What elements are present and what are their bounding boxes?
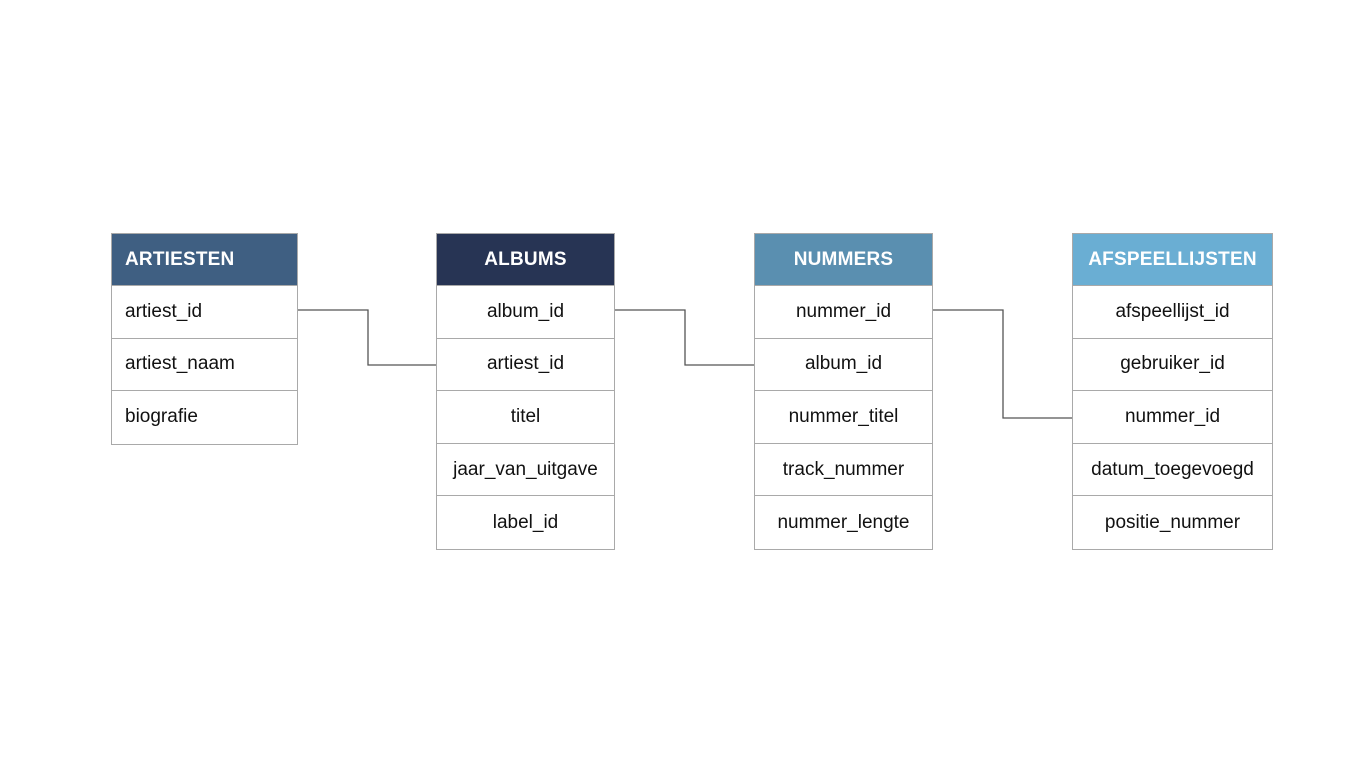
field-album-id: album_id bbox=[755, 339, 932, 392]
relation-nummer-id bbox=[933, 309, 1072, 419]
field-artiest-id: artiest_id bbox=[112, 286, 297, 339]
entity-header-nummers: NUMMERS bbox=[755, 234, 932, 286]
field-jaar-van-uitgave: jaar_van_uitgave bbox=[437, 444, 614, 497]
field-nummer-id: nummer_id bbox=[755, 286, 932, 339]
entity-afspeellijsten: AFSPEELLIJSTEN afspeellijst_id gebruiker… bbox=[1072, 233, 1273, 550]
field-datum-toegevoegd: datum_toegevoegd bbox=[1073, 444, 1272, 497]
field-gebruiker-id: gebruiker_id bbox=[1073, 339, 1272, 392]
field-artiest-naam: artiest_naam bbox=[112, 339, 297, 392]
field-titel: titel bbox=[437, 391, 614, 444]
field-track-nummer: track_nummer bbox=[755, 444, 932, 497]
entity-header-albums: ALBUMS bbox=[437, 234, 614, 286]
field-afspeellijst-id: afspeellijst_id bbox=[1073, 286, 1272, 339]
field-biografie: biografie bbox=[125, 406, 198, 428]
field-positie-nummer: positie_nummer bbox=[1104, 511, 1241, 533]
field-album-id: album_id bbox=[437, 286, 614, 339]
relation-album-id bbox=[615, 309, 754, 366]
relation-artiest-id bbox=[298, 309, 436, 366]
field-label-id: label_id bbox=[492, 511, 559, 533]
entity-artiesten: ARTIESTEN artiest_id artiest_naam biogra… bbox=[111, 233, 298, 445]
entity-header-artiesten: ARTIESTEN bbox=[112, 234, 297, 286]
entity-header-afspeellijsten: AFSPEELLIJSTEN bbox=[1073, 234, 1272, 286]
entity-albums: ALBUMS album_id artiest_id titel jaar_va… bbox=[436, 233, 615, 550]
field-nummer-id: nummer_id bbox=[1073, 391, 1272, 444]
field-artiest-id: artiest_id bbox=[437, 339, 614, 392]
entity-nummers: NUMMERS nummer_id album_id nummer_titel … bbox=[754, 233, 933, 550]
field-nummer-titel: nummer_titel bbox=[755, 391, 932, 444]
field-nummer-lengte: nummer_lengte bbox=[777, 511, 910, 533]
